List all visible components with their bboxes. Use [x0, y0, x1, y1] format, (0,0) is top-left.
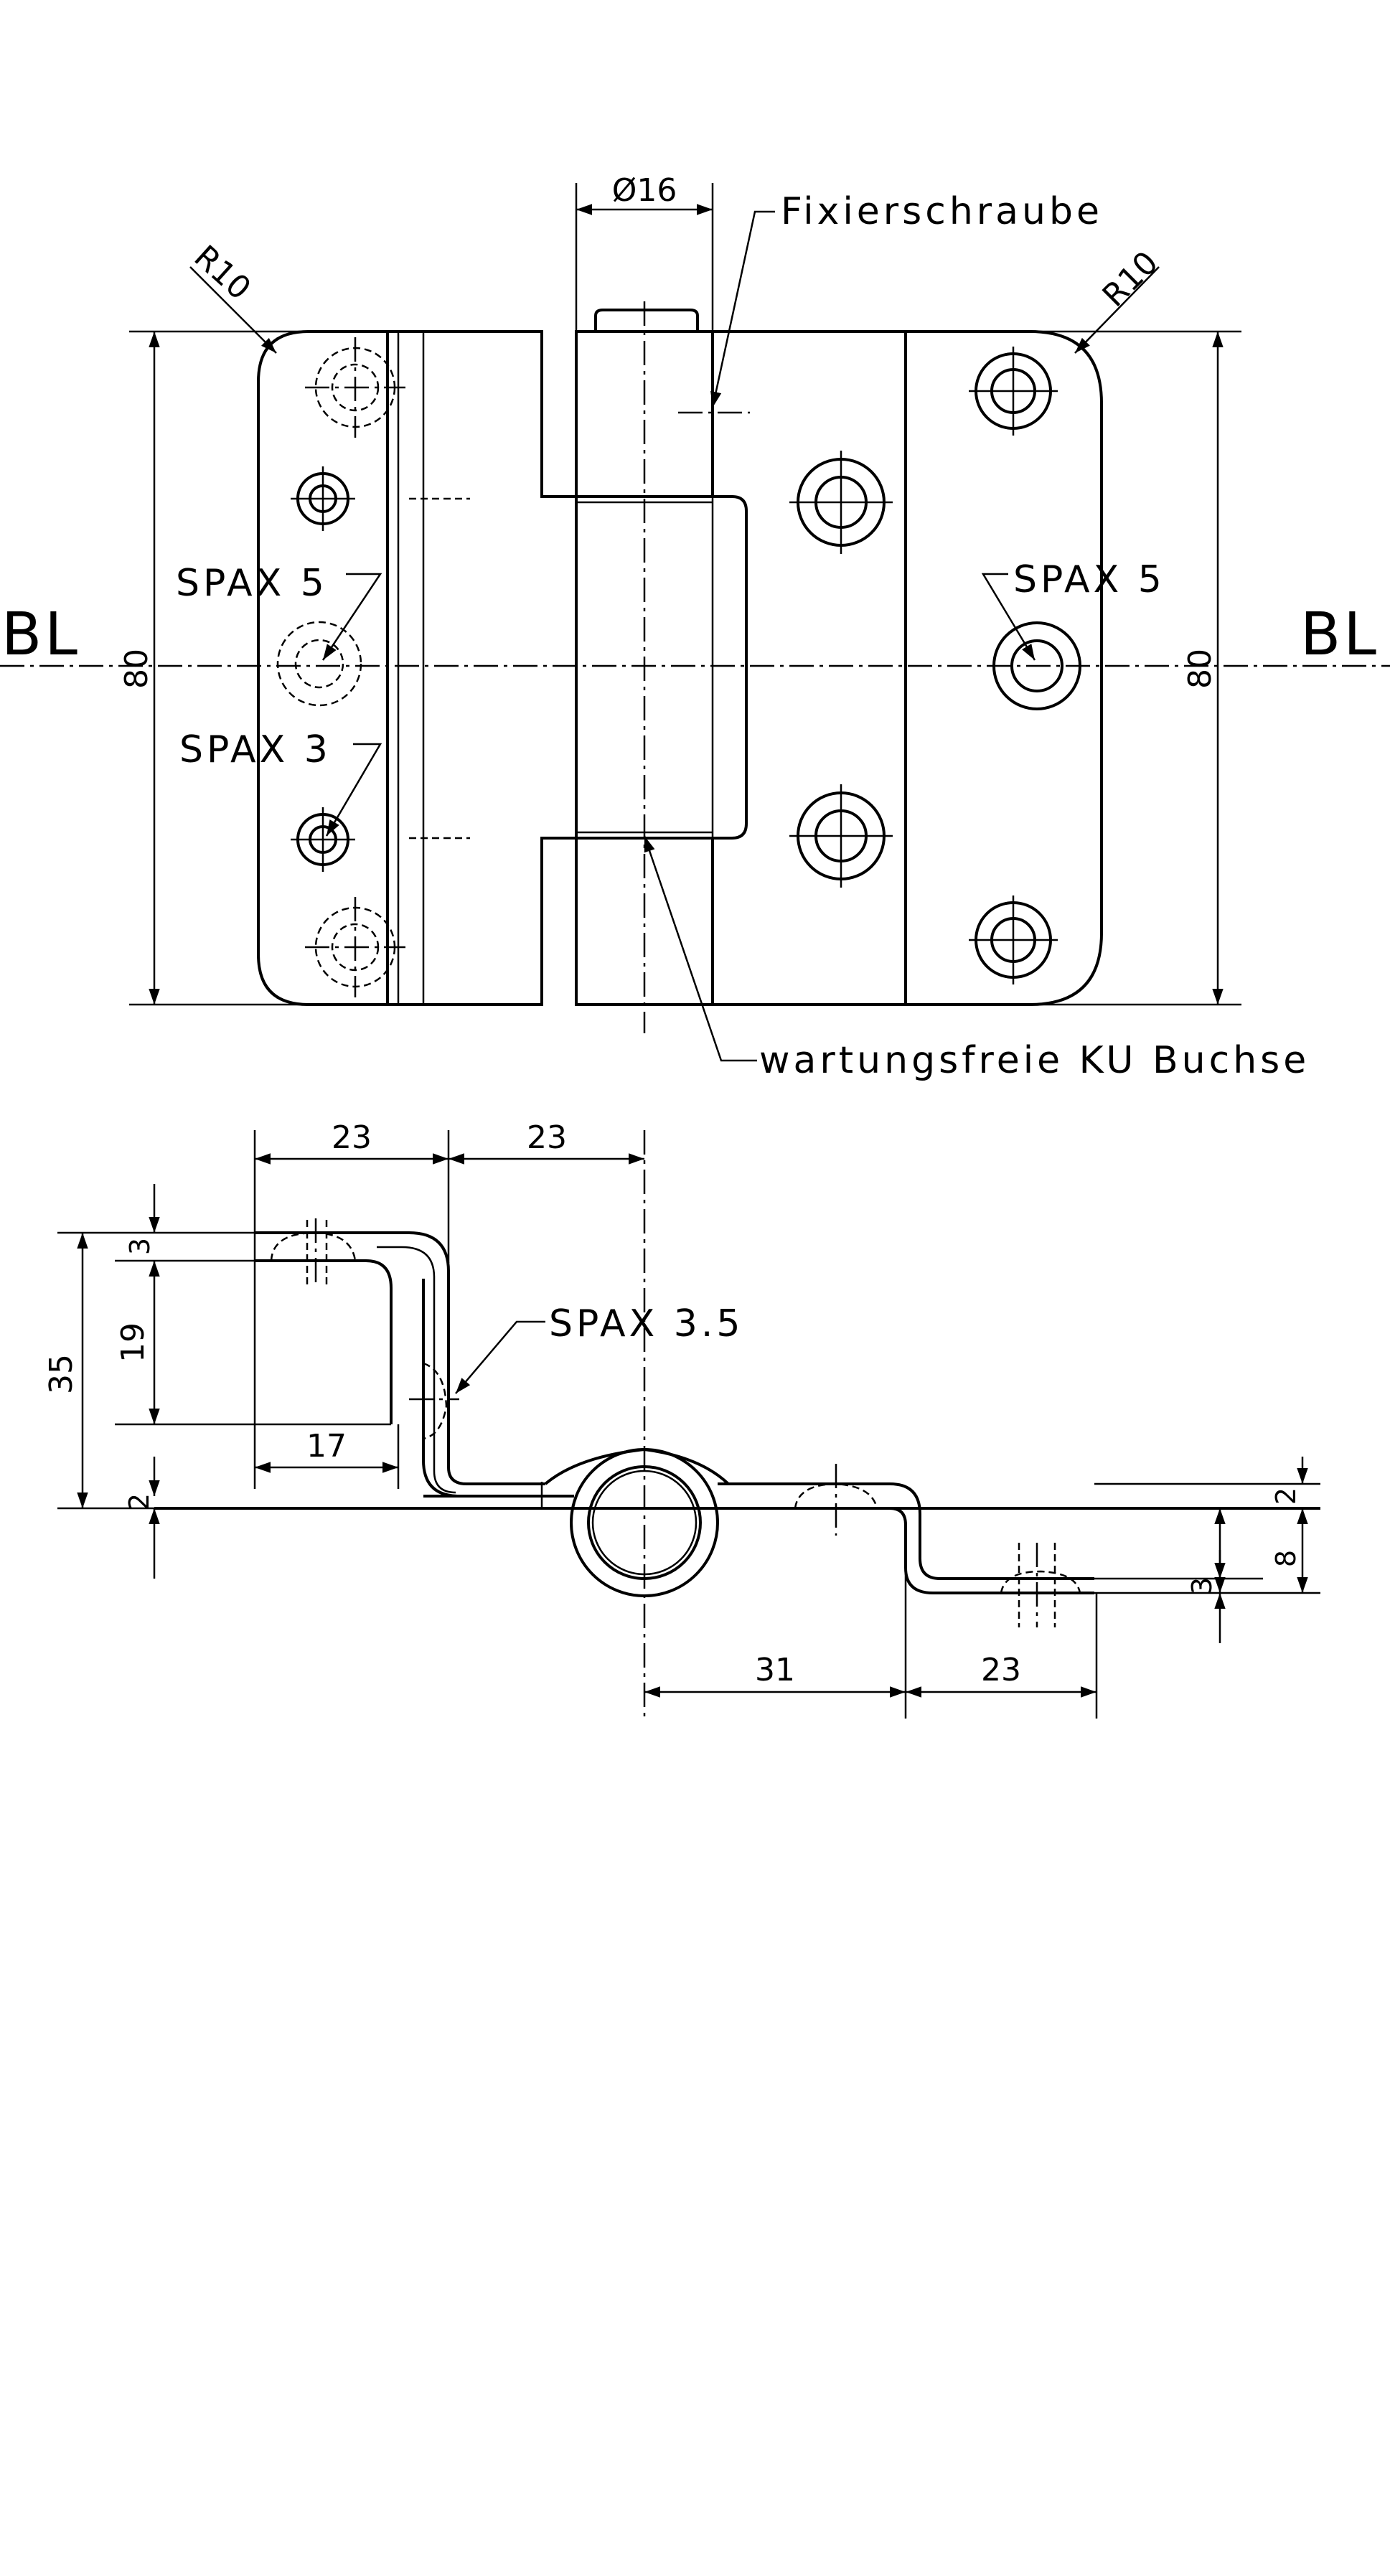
bushing-outline — [576, 495, 748, 840]
dim-top-b: 23 — [527, 1119, 567, 1156]
dim-right-3: 3 — [1186, 1577, 1218, 1594]
spax5-left-label: SPAX 5 — [176, 562, 328, 605]
bushing-leader — [643, 835, 757, 1062]
spax5-right-leader — [981, 573, 1036, 661]
radius-leader-left — [189, 266, 277, 354]
dim-flange: 17 — [306, 1428, 347, 1465]
hidden-screw — [794, 1482, 878, 1509]
countersunk-hole — [294, 639, 344, 689]
dim-bottom-23: 23 — [981, 1652, 1021, 1688]
left-bent-leaf-inner — [255, 1259, 393, 1424]
fixing-screw-label: Fixierschraube — [781, 190, 1103, 233]
spax3-left-leader — [325, 743, 382, 837]
diameter-label: Ø16 — [612, 172, 677, 209]
left-bent-leaf — [255, 1231, 545, 1485]
dim-right-8: 8 — [1270, 1550, 1302, 1567]
right-leaf-outline — [713, 330, 1103, 1006]
bl-label-left: BL — [1, 601, 80, 669]
spax3-left-label: SPAX 3 — [179, 728, 332, 771]
spax35-leader — [455, 1320, 545, 1394]
hidden-screw — [270, 1231, 357, 1261]
dim-inner-height: 19 — [115, 1322, 151, 1363]
radius-leader-right — [1074, 266, 1160, 354]
pin-head — [594, 309, 699, 332]
spax35-label: SPAX 3.5 — [549, 1302, 743, 1345]
countersunk-hole — [276, 621, 362, 707]
radius-label-right: R10 — [1096, 245, 1165, 314]
height-label-right: 80 — [1182, 649, 1218, 689]
hidden-screw — [1000, 1570, 1081, 1594]
spax5-left-leader — [321, 573, 382, 661]
top-view: Ø16 Fixierschraube 80 80 BL BL R10 R10 S… — [0, 172, 1390, 1082]
radius-label-left: R10 — [187, 238, 258, 307]
dim-right-2: 2 — [1270, 1487, 1302, 1505]
dim-thickness-bottom: 2 — [123, 1493, 155, 1510]
bl-label-right: BL — [1300, 601, 1379, 669]
right-bent-leaf — [718, 1482, 1094, 1580]
dim-top-a: 23 — [332, 1119, 372, 1156]
side-view: 23 23 35 3 19 2 17 SPAX 3.5 3 2 — [43, 1119, 1320, 1722]
bushing-label: wartungsfreie KU Buchse — [759, 1039, 1310, 1082]
left-bent-leaf-thick — [422, 1279, 460, 1498]
dim-thickness-top: 3 — [124, 1238, 156, 1255]
spax5-right-label: SPAX 5 — [1013, 558, 1165, 601]
left-bent-leaf-mid — [377, 1246, 456, 1494]
left-leaf-outline — [257, 330, 578, 1006]
dim-total-height: 35 — [43, 1354, 80, 1394]
hidden-screw — [423, 1362, 448, 1440]
fixing-screw-leader — [710, 210, 775, 408]
height-label-left: 80 — [118, 649, 155, 689]
left-holes — [276, 337, 405, 997]
knuckle-inner — [587, 1465, 702, 1580]
dim-bottom-31: 31 — [755, 1652, 795, 1688]
screw-hole — [1010, 639, 1063, 692]
